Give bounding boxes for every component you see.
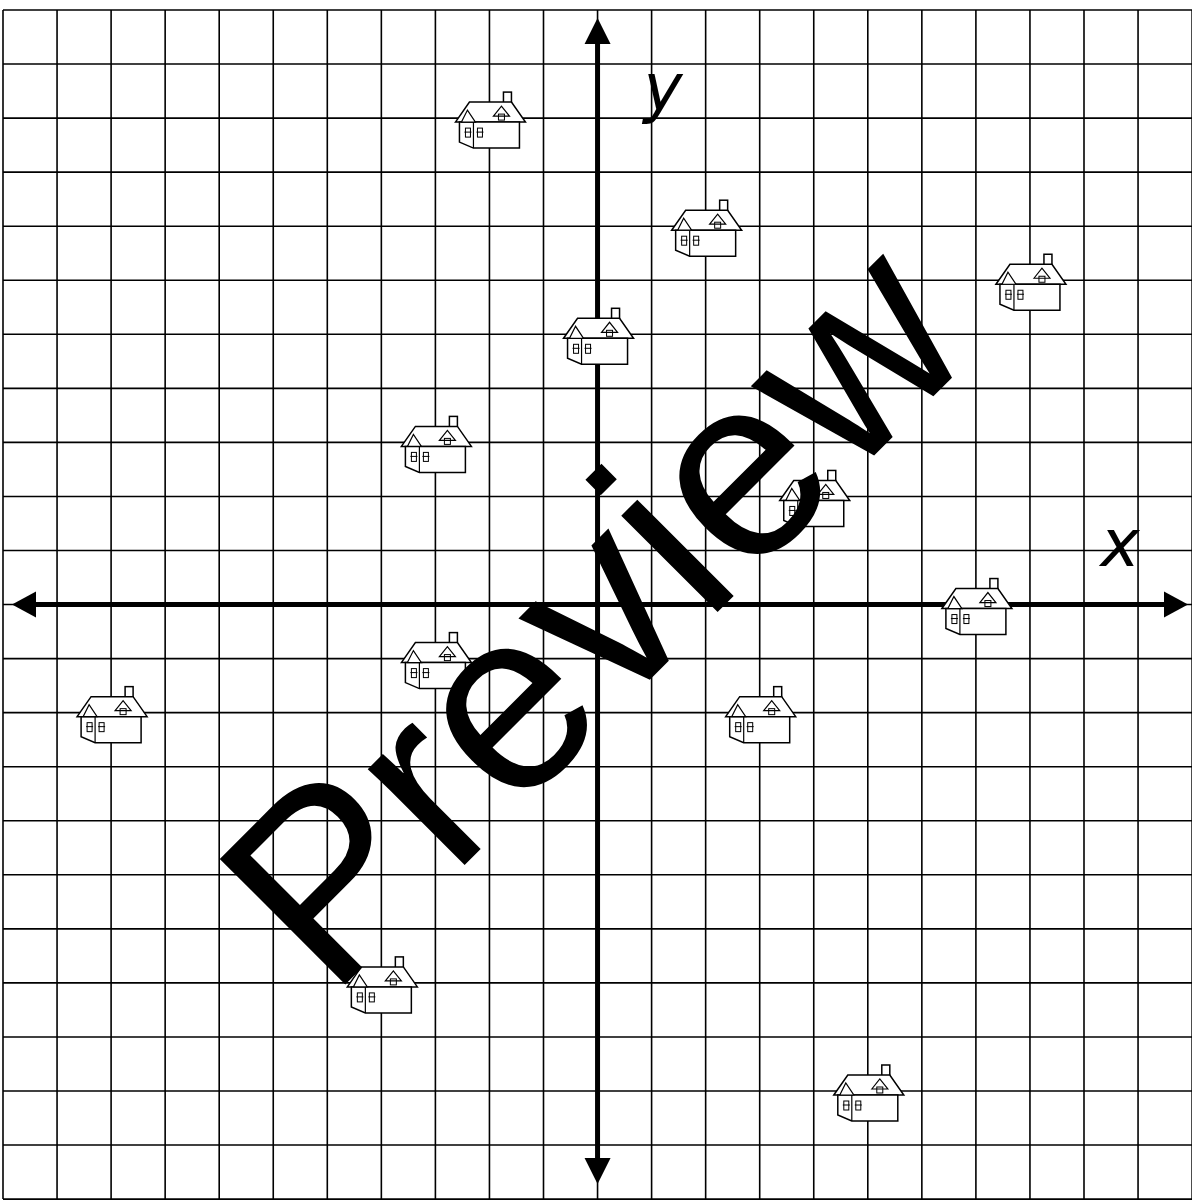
house-icon (77, 687, 147, 743)
grid-line (3, 9, 1192, 11)
house-icon (401, 416, 471, 472)
grid-line (3, 1198, 1192, 1200)
house-icon (455, 92, 525, 148)
houses (77, 92, 1066, 1121)
house-icon (942, 579, 1012, 635)
axis-arrowhead (1164, 592, 1188, 618)
axes (12, 18, 1188, 1184)
axis-arrowhead (585, 1158, 611, 1184)
house-icon (564, 308, 634, 364)
axis-label: x (1100, 511, 1139, 577)
grid-lines (3, 10, 1192, 1199)
axis-arrowhead (12, 592, 36, 618)
grid-lines (3, 10, 1192, 1199)
axis-label: y (643, 55, 682, 121)
axis-arrowhead (585, 18, 611, 44)
house-icon (672, 200, 742, 256)
house-icon (726, 687, 796, 743)
house-icon (834, 1065, 904, 1121)
house-icon (996, 254, 1066, 310)
